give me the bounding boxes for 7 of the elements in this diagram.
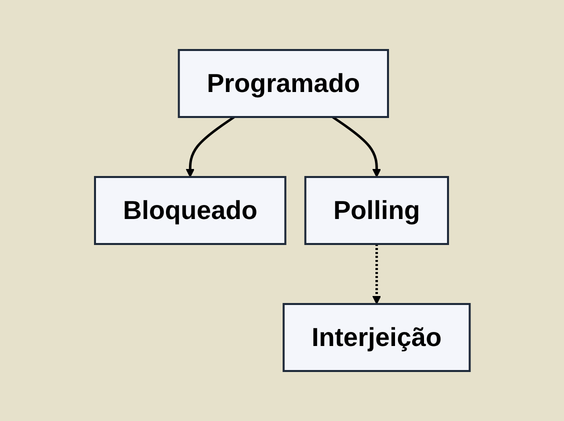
arrow bbox=[185, 116, 235, 178]
node-box: Programado bbox=[177, 49, 389, 118]
arrow bbox=[372, 244, 381, 304]
node-box: Bloqueado bbox=[94, 176, 286, 245]
node-box: Polling bbox=[304, 176, 449, 245]
node-box: Interjeição bbox=[282, 303, 470, 372]
arrow bbox=[332, 116, 381, 178]
